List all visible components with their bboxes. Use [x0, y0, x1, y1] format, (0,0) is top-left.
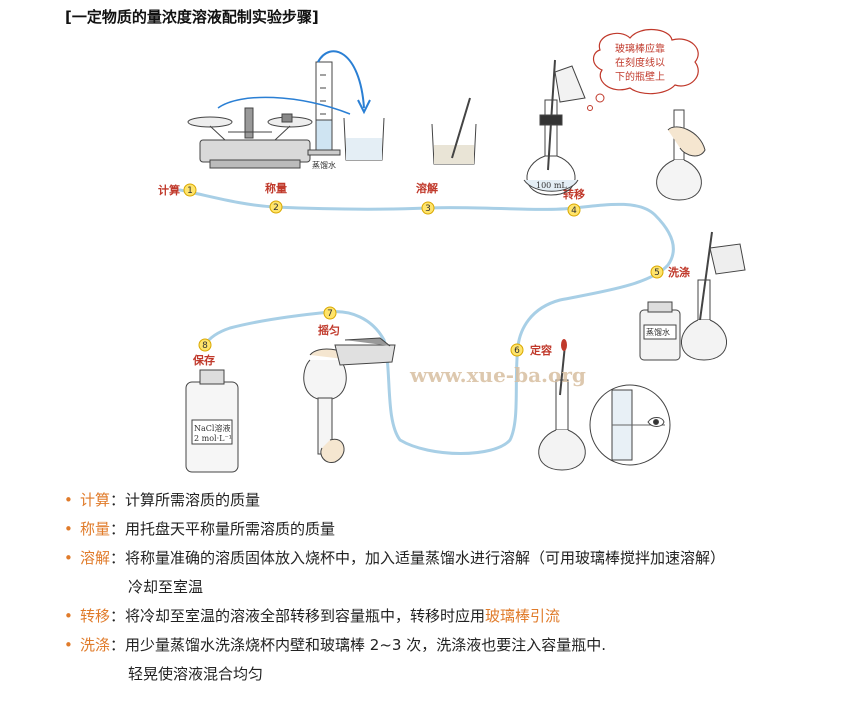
transfer-flask-icon [523, 59, 586, 196]
svg-text:NaCl溶液: NaCl溶液 [194, 423, 230, 433]
bullet-icon: • [64, 520, 73, 538]
shake-flask-icon [303, 337, 396, 464]
svg-text:溶解: 溶解 [416, 181, 438, 195]
svg-text:5: 5 [654, 268, 660, 278]
svg-text:6: 6 [514, 346, 520, 356]
reagent-bottle-icon [185, 369, 239, 473]
list-item: • 称量：用托盘天平称量所需溶质的质量 [62, 515, 842, 544]
svg-text:2: 2 [273, 203, 279, 213]
water-label: 蒸馏水 [312, 160, 336, 170]
step-text: 用托盘天平称量所需溶质的质量 [125, 520, 336, 538]
svg-text:4: 4 [571, 206, 577, 216]
list-item: • 溶解：将称量准确的溶质固体放入烧杯中，加入适量蒸馏水进行溶解（可用玻璃棒搅拌… [62, 544, 842, 602]
page-title: [一定物质的量浓度溶液配制实验步骤] [65, 8, 319, 26]
step-continuation: 轻晃使溶液混合均匀 [128, 665, 264, 683]
dissolve-beaker-icon [431, 97, 477, 165]
list-item: • 计算：计算所需溶质的质量 [62, 486, 842, 515]
step-term: 转移 [80, 607, 111, 625]
svg-text:玻璃棒应靠: 玻璃棒应靠 [615, 42, 665, 55]
svg-text:3: 3 [425, 204, 431, 214]
svg-text:1: 1 [187, 186, 193, 196]
step-term: 溶解 [80, 549, 111, 567]
beaker-icon [343, 117, 385, 161]
station-3: 3 溶解 [416, 181, 438, 215]
svg-text:2 mol·L⁻¹: 2 mol·L⁻¹ [194, 434, 232, 443]
step-continuation: 冷却至室温 [128, 578, 204, 596]
watermark: www.xue-ba.org [409, 363, 586, 387]
procedure-diagram: 1 计算 2 称量 3 溶解 4 转移 5 洗涤 6 定容 7 摇匀 8 保存 [158, 29, 746, 473]
step-text: 用少量蒸馏水洗涤烧杯内壁和玻璃棒 2~3 次，洗涤液也要注入容量瓶中. [125, 636, 606, 654]
step-text: 计算所需溶质的质量 [125, 491, 261, 509]
station-8: 8 保存 [192, 338, 215, 367]
station-1: 1 计算 [158, 183, 197, 197]
step-term: 称量 [80, 520, 111, 538]
svg-text:称量: 称量 [265, 181, 287, 195]
svg-text:摇匀: 摇匀 [318, 323, 340, 337]
svg-text:保存: 保存 [192, 353, 215, 367]
station-7: 7 摇匀 [318, 306, 340, 337]
svg-text:7: 7 [327, 309, 333, 319]
svg-text:定容: 定容 [530, 343, 552, 357]
step-text: 将称量准确的溶质固体放入烧杯中，加入适量蒸馏水进行溶解（可用玻璃棒搅拌加速溶解） [125, 549, 726, 567]
step-text: 将冷却至室温的溶液全部转移到容量瓶中，转移时应用 [125, 607, 486, 625]
hand-flask-icon [656, 109, 706, 201]
step-list: • 计算：计算所需溶质的质量 • 称量：用托盘天平称量所需溶质的质量 • 溶解：… [62, 486, 842, 689]
svg-text:计算: 计算 [158, 183, 180, 197]
bullet-icon: • [64, 549, 73, 567]
svg-text:洗涤: 洗涤 [668, 265, 690, 279]
svg-text:蒸馏水: 蒸馏水 [646, 327, 670, 337]
step-term: 计算 [80, 491, 111, 509]
balance-icon [187, 107, 313, 169]
station-5: 5 洗涤 [650, 265, 690, 279]
step-highlight: 玻璃棒引流 [485, 607, 561, 625]
fix-volume-icon [538, 339, 671, 471]
list-item: • 洗涤：用少量蒸馏水洗涤烧杯内壁和玻璃棒 2~3 次，洗涤液也要注入容量瓶中.… [62, 631, 842, 689]
station-2: 2 称量 [265, 181, 287, 214]
bullet-icon: • [64, 607, 73, 625]
svg-text:100 mL: 100 mL [536, 181, 567, 190]
step-term: 洗涤 [80, 636, 111, 654]
bullet-icon: • [64, 636, 73, 654]
svg-text:在刻度线以: 在刻度线以 [615, 56, 665, 69]
bullet-icon: • [64, 491, 73, 509]
station-6: 6 定容 [510, 343, 552, 357]
svg-text:下的瓶壁上: 下的瓶壁上 [615, 70, 665, 83]
list-item: • 转移：将冷却至室温的溶液全部转移到容量瓶中，转移时应用玻璃棒引流 [62, 602, 842, 631]
graduated-cylinder-icon [217, 50, 371, 156]
wash-icon [639, 231, 746, 361]
thought-cloud: 玻璃棒应靠 在刻度线以 下的瓶壁上 [587, 29, 699, 111]
svg-text:8: 8 [202, 341, 208, 351]
